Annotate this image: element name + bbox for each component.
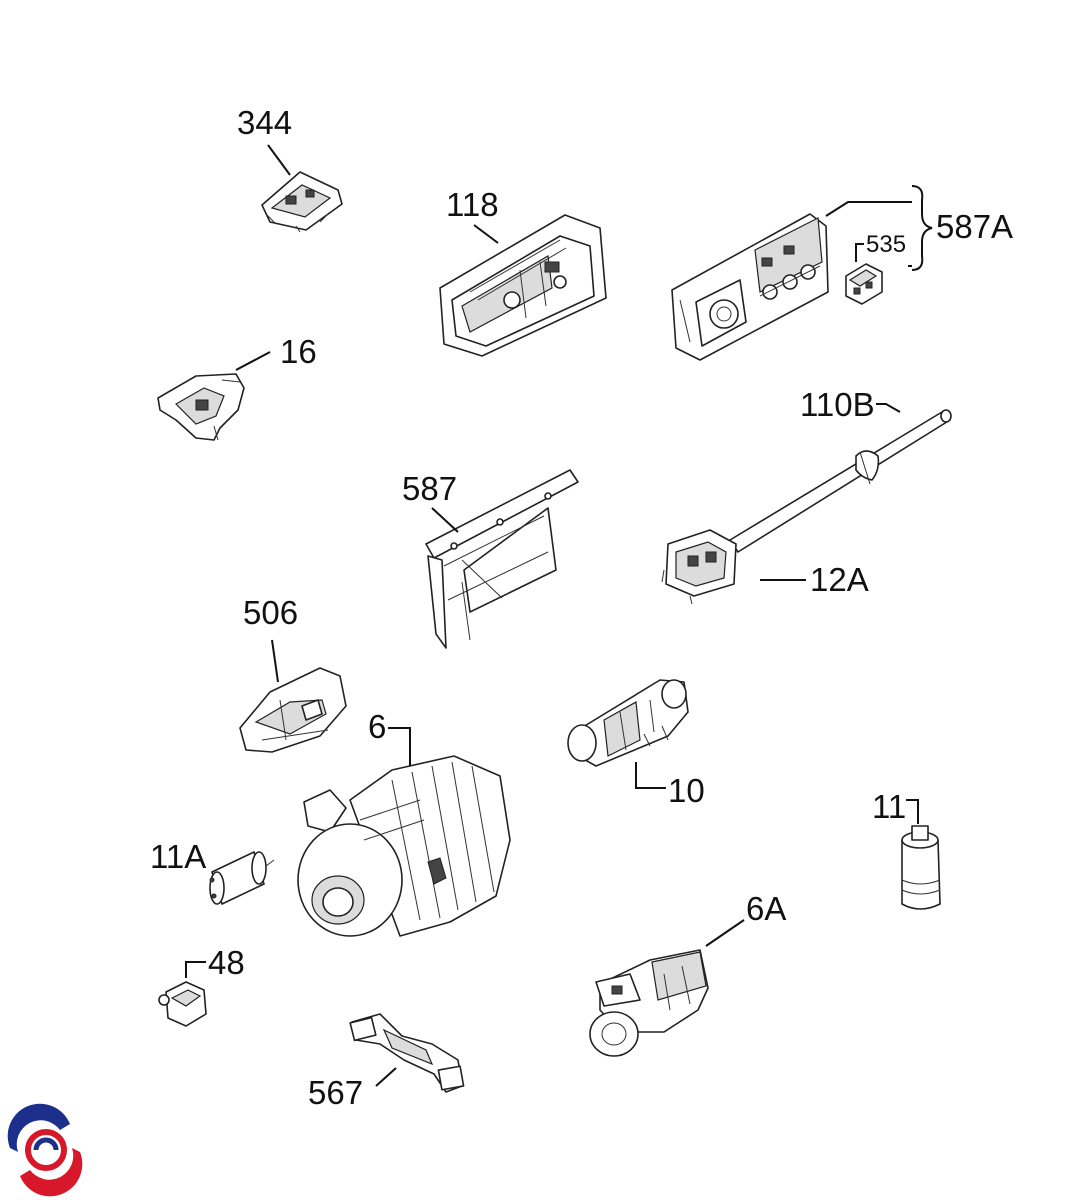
part-567[interactable] <box>349 1013 465 1093</box>
label-12A: 12A <box>810 561 869 598</box>
label-11: 11 <box>872 788 906 825</box>
leader-11 <box>906 799 919 824</box>
part-16[interactable] <box>157 373 245 441</box>
leader-10 <box>635 762 666 789</box>
label-16: 16 <box>280 333 317 370</box>
label-6: 6 <box>368 708 386 745</box>
leader-48 <box>185 961 206 978</box>
part-48[interactable] <box>158 981 207 1027</box>
label-11A: 11A <box>150 838 206 875</box>
label-10: 10 <box>668 772 705 809</box>
leader-344 <box>267 144 291 176</box>
leader-506 <box>271 639 279 683</box>
part-344[interactable] <box>261 171 343 233</box>
leader-110B <box>876 403 901 413</box>
leader-567 <box>375 1067 397 1087</box>
part-6[interactable] <box>297 755 511 937</box>
part-10[interactable] <box>567 679 689 767</box>
part-110B[interactable] <box>729 409 952 553</box>
brace-587A <box>911 185 933 271</box>
leader-535 <box>855 243 864 262</box>
label-587A: 587A <box>936 208 1013 245</box>
label-48: 48 <box>208 944 245 981</box>
leader-587 <box>431 507 459 533</box>
part-506[interactable] <box>239 667 347 753</box>
leader-16 <box>235 351 271 371</box>
label-535: 535 <box>866 231 906 258</box>
label-506: 506 <box>243 594 298 631</box>
part-118[interactable] <box>439 214 607 357</box>
leader-6A <box>705 919 745 947</box>
leader-118 <box>473 224 499 244</box>
part-12A[interactable] <box>661 529 737 605</box>
label-567: 567 <box>308 1074 363 1111</box>
part-535[interactable] <box>845 263 883 305</box>
leader-587A-upper <box>825 201 912 217</box>
part-587[interactable] <box>425 469 579 649</box>
brand-logo-icon <box>7 1103 83 1197</box>
label-118: 118 <box>446 186 499 223</box>
label-587: 587 <box>402 470 457 507</box>
label-344: 344 <box>237 104 292 141</box>
part-6A[interactable] <box>589 949 709 1057</box>
label-110B: 110B <box>800 386 875 423</box>
part-587A[interactable] <box>671 213 829 361</box>
part-11A[interactable] <box>209 851 275 905</box>
part-11[interactable] <box>901 825 941 910</box>
leader-6 <box>388 727 411 766</box>
label-6A: 6A <box>746 890 786 927</box>
